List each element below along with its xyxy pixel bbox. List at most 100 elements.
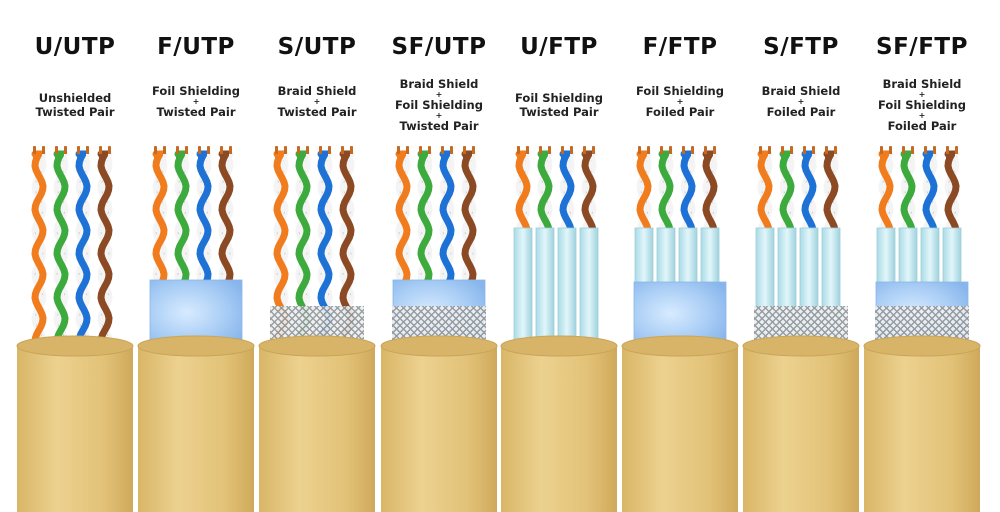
- twisted-pair-icon: [537, 146, 553, 238]
- cable-illustration: [620, 140, 740, 512]
- cable-illustration: [499, 140, 619, 512]
- cable-jacket-icon: [380, 335, 498, 512]
- description-line: Foil Shielding: [878, 98, 966, 112]
- overall-foil-icon: [633, 281, 727, 346]
- description-line: Braid Shield: [761, 84, 841, 98]
- description-line: Foil Shielding: [395, 98, 483, 112]
- cable-column: F/FTP Foil Shielding+Foiled Pair: [620, 0, 740, 512]
- twisted-pair-icon: [75, 146, 91, 346]
- twisted-pair-icon: [31, 146, 47, 346]
- cable-svg: [621, 146, 739, 512]
- pair-foil-icon: [513, 227, 533, 346]
- twisted-pair-icon: [702, 146, 718, 238]
- description-line: Braid Shield: [277, 84, 357, 98]
- description-line: Unshielded: [38, 91, 112, 105]
- cable-type-title: S/FTP: [763, 34, 839, 60]
- cable-column: F/UTP Foil Shielding+Twisted Pair: [136, 0, 256, 512]
- description-line: Foil Shielding: [515, 91, 603, 105]
- overall-foil-icon: [149, 279, 243, 346]
- cable-jacket-icon: [500, 335, 618, 512]
- cable-type-description: Braid Shield+Twisted Pair: [257, 84, 377, 119]
- description-line: Twisted Pair: [399, 119, 479, 133]
- twisted-pair-icon: [823, 146, 839, 238]
- description-line: Foil Shielding: [636, 84, 724, 98]
- description-line: Braid Shield: [399, 77, 479, 91]
- pair-foil-icon: [557, 227, 577, 346]
- pair-foil-icon: [535, 227, 555, 346]
- cable-illustration: [379, 140, 499, 512]
- cable-column: S/FTP Braid Shield+Foiled Pair: [741, 0, 861, 512]
- cable-jacket-icon: [863, 335, 981, 512]
- cable-type-title: SF/FTP: [876, 34, 968, 60]
- plus-separator: +: [918, 111, 926, 120]
- description-line: Braid Shield: [882, 77, 962, 91]
- description-line: Foiled Pair: [887, 119, 957, 133]
- plus-separator: +: [313, 97, 321, 106]
- cable-illustration: [136, 140, 256, 512]
- cable-jacket-icon: [621, 335, 739, 512]
- twisted-pair-icon: [53, 146, 69, 346]
- cable-type-title: F/UTP: [157, 34, 235, 60]
- plus-separator: +: [435, 111, 443, 120]
- cable-jacket-icon: [16, 335, 134, 512]
- twisted-pair-icon: [779, 146, 795, 238]
- cable-type-description: Braid Shield+Foil Shielding+Foiled Pair: [862, 77, 982, 133]
- twisted-pair-icon: [922, 146, 938, 238]
- cable-type-description: Braid Shield+Foil Shielding+Twisted Pair: [379, 77, 499, 133]
- twisted-pair-icon: [658, 146, 674, 238]
- cable-svg: [16, 146, 134, 512]
- cable-jacket-icon: [258, 335, 376, 512]
- cable-svg: [380, 146, 498, 512]
- cable-jacket-icon: [742, 335, 860, 512]
- twisted-pair-icon: [757, 146, 773, 238]
- pair-foil-icon: [579, 227, 599, 346]
- cable-type-description: Foil Shielding+Twisted Pair: [136, 84, 256, 119]
- cable-jacket-icon: [137, 335, 255, 512]
- description-line: Twisted Pair: [277, 105, 357, 119]
- description-line: Twisted Pair: [156, 105, 236, 119]
- cable-type-description: Braid Shield+Foiled Pair: [741, 84, 861, 119]
- twisted-pair-icon: [878, 146, 894, 238]
- twisted-pair-icon: [944, 146, 960, 238]
- cable-type-title: S/UTP: [277, 34, 357, 60]
- twisted-pair-icon: [97, 146, 113, 346]
- cable-type-description: Foil Shielding+Foiled Pair: [620, 84, 740, 119]
- description-line: Twisted Pair: [35, 105, 115, 119]
- plus-separator: +: [918, 90, 926, 99]
- description-line: Foiled Pair: [766, 105, 836, 119]
- cable-svg: [258, 146, 376, 512]
- cable-svg: [137, 146, 255, 512]
- cable-type-title: SF/UTP: [391, 34, 487, 60]
- plus-separator: +: [435, 90, 443, 99]
- cable-svg: [500, 146, 618, 512]
- cable-type-title: U/UTP: [34, 34, 116, 60]
- description-line: Foil Shielding: [152, 84, 240, 98]
- plus-separator: +: [797, 97, 805, 106]
- cable-svg: [863, 146, 981, 512]
- plus-separator: +: [676, 97, 684, 106]
- cable-illustration: [741, 140, 861, 512]
- twisted-pair-icon: [680, 146, 696, 238]
- cable-svg: [742, 146, 860, 512]
- description-line: Foiled Pair: [645, 105, 715, 119]
- cable-illustration: [15, 140, 135, 512]
- cable-type-title: F/FTP: [642, 34, 718, 60]
- cable-column: S/UTP Braid Shield+Twisted Pair: [257, 0, 377, 512]
- twisted-pair-icon: [581, 146, 597, 238]
- cable-type-title: U/FTP: [520, 34, 598, 60]
- cable-illustration: [257, 140, 377, 512]
- twisted-pair-icon: [559, 146, 575, 238]
- cable-illustration: [862, 140, 982, 512]
- twisted-pair-icon: [515, 146, 531, 238]
- description-line: Twisted Pair: [519, 105, 599, 119]
- twisted-pair-icon: [900, 146, 916, 238]
- plus-separator: +: [192, 97, 200, 106]
- twisted-pair-icon: [801, 146, 817, 238]
- twisted-pair-icon: [636, 146, 652, 238]
